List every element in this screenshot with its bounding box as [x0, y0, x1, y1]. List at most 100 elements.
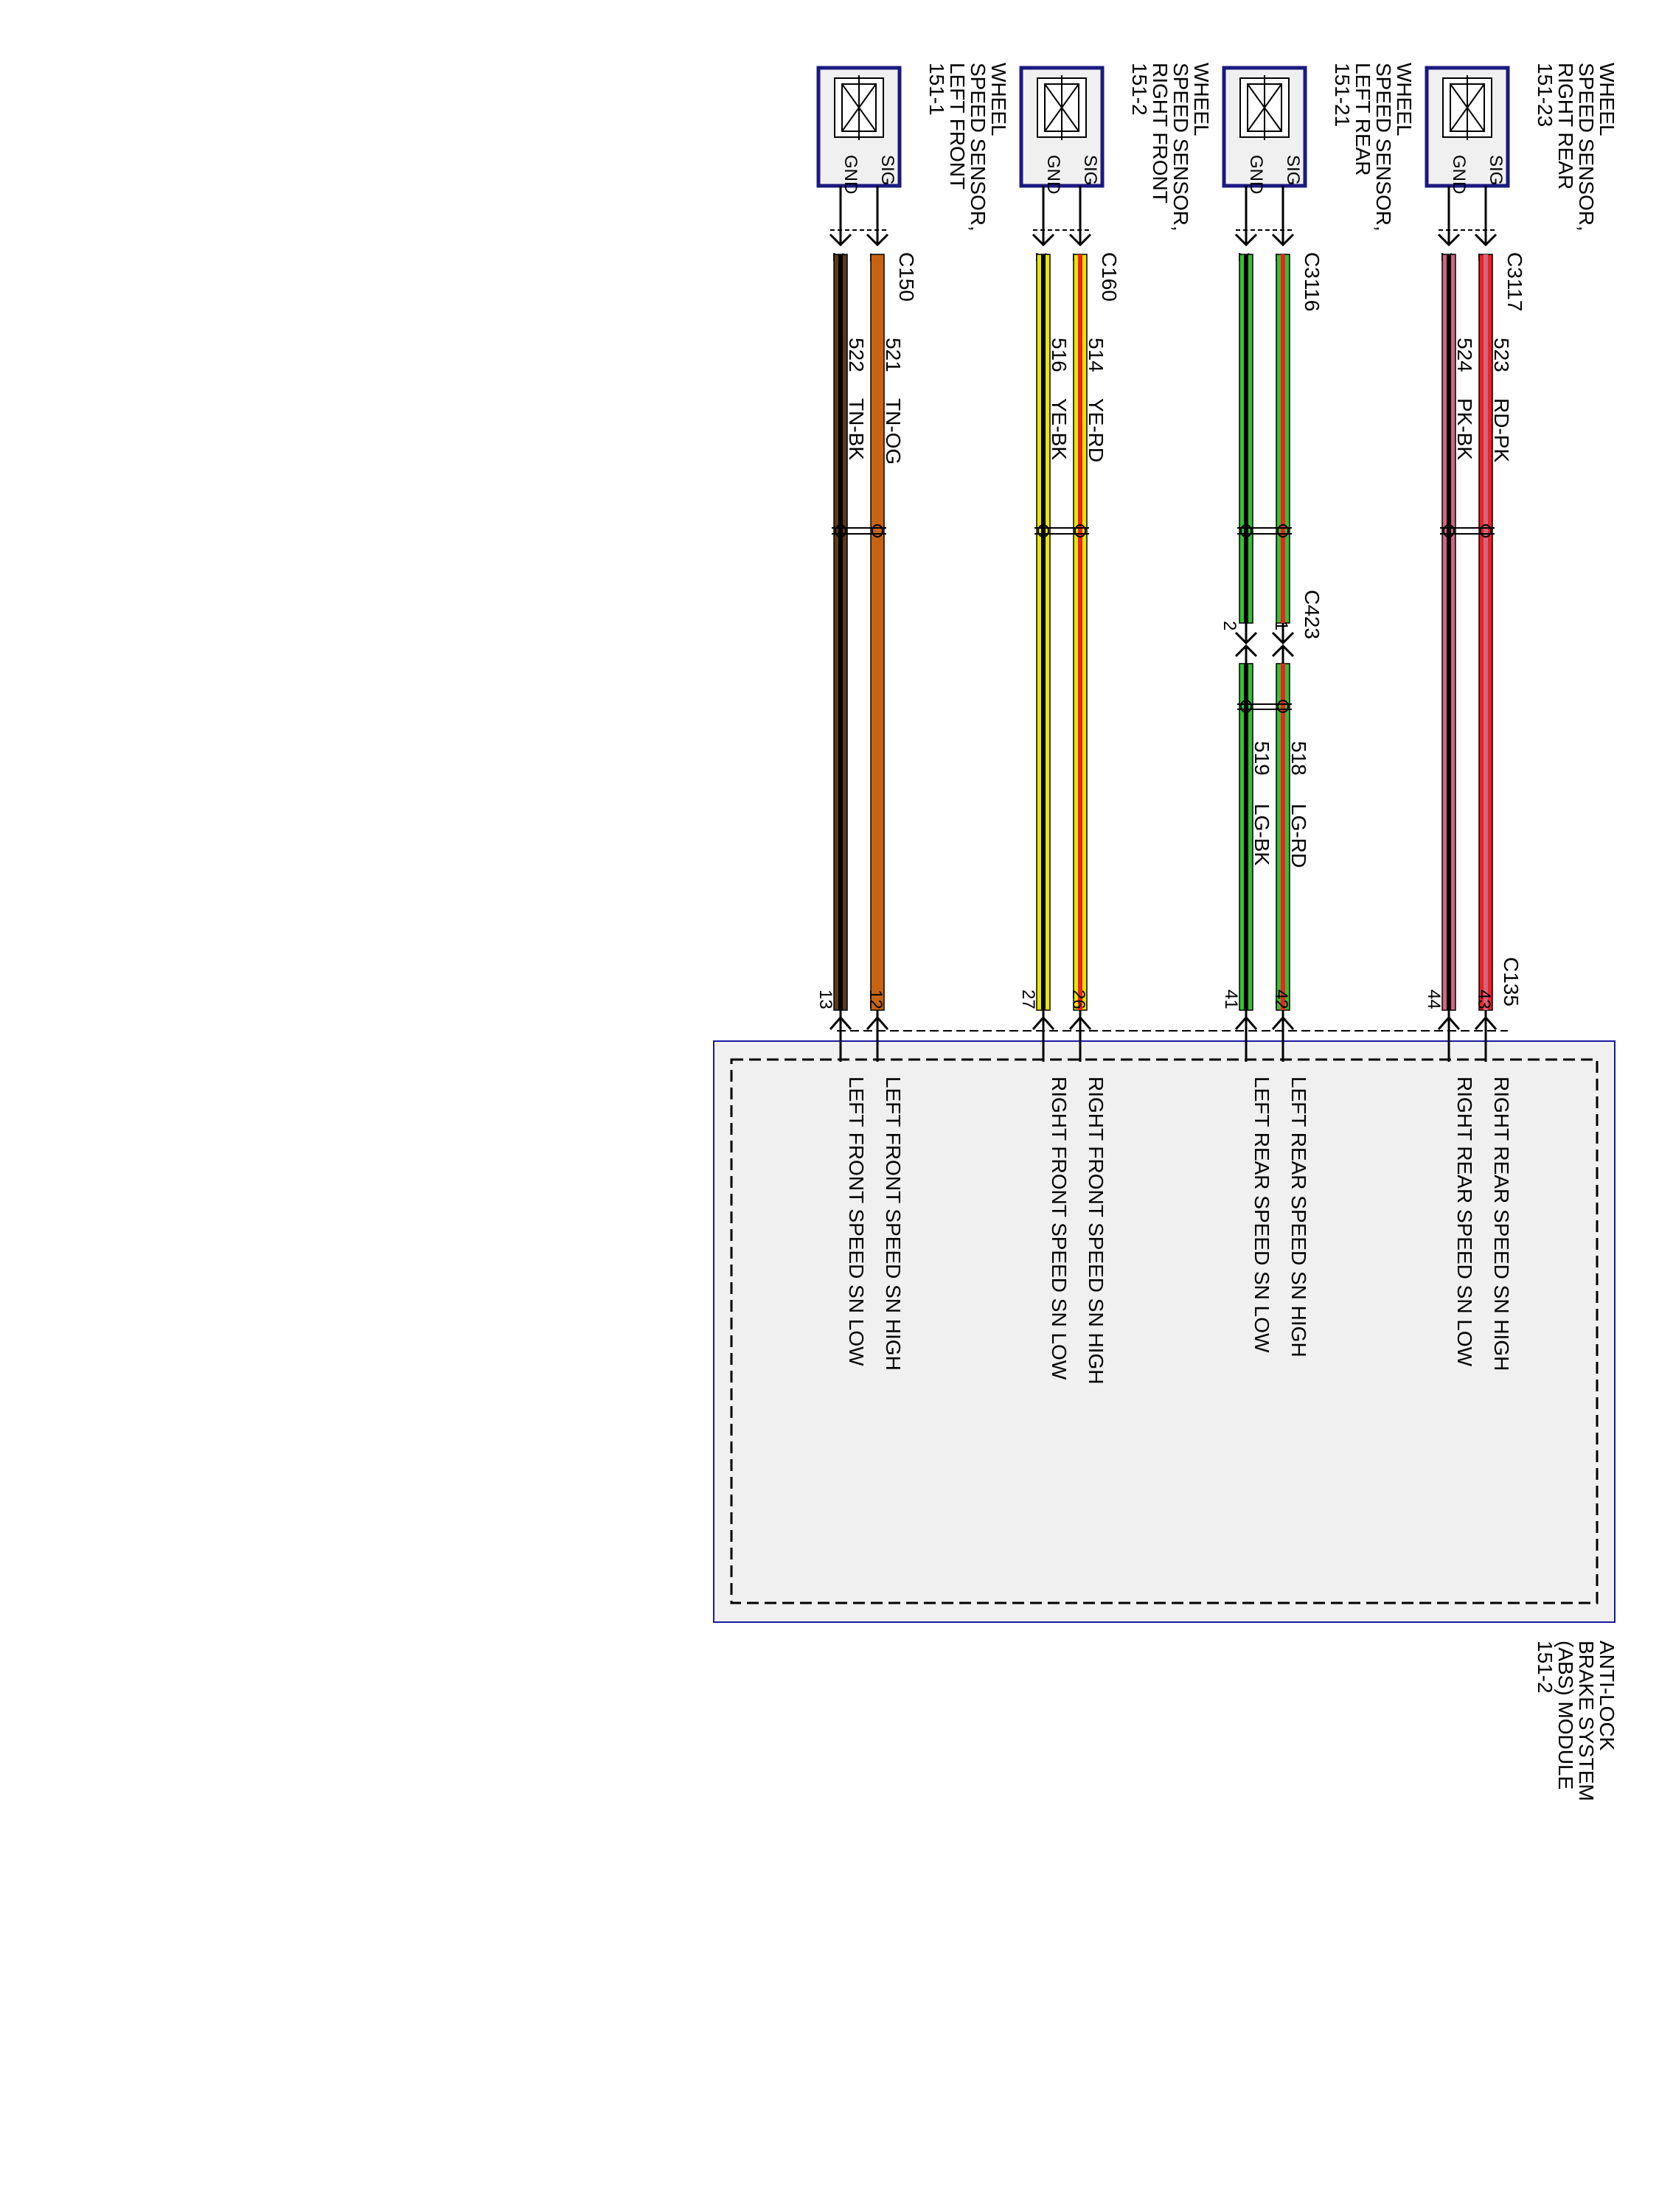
wire-circuit-low: 524: [1453, 338, 1476, 372]
sensor-name-line: SPEED SENSOR,: [1575, 63, 1598, 232]
sensor-pin-gnd-label: GND: [1449, 155, 1469, 194]
sensor-name-line: WHEEL: [1596, 63, 1618, 136]
sensor-name-line: 151-23: [1534, 63, 1557, 127]
wire-stripe: [1244, 664, 1248, 1010]
sensor-name-line: LEFT REAR: [1352, 63, 1374, 176]
wire-color-low: LG-BK: [1251, 804, 1273, 866]
module-pin-low: 27: [1018, 990, 1038, 1009]
module-pin-high: 26: [1068, 990, 1088, 1009]
wire-stripe: [1244, 254, 1248, 623]
wire-color-high: LG-RD: [1287, 804, 1310, 868]
wire-circuit-high: 521: [882, 338, 905, 372]
module-signal-low: RIGHT REAR SPEED SN LOW: [1453, 1077, 1476, 1367]
wire-stripe: [1281, 254, 1285, 623]
twisted-pair-node: [872, 524, 883, 538]
abs-module-internal-dashed-box: [730, 1058, 1599, 1604]
module-signal-high: RIGHT REAR SPEED SN HIGH: [1490, 1077, 1513, 1371]
sensor-pin-sig-label: SIG: [877, 155, 897, 185]
connector-chevron: [1068, 233, 1092, 247]
twisted-pair-node: [1277, 524, 1289, 538]
module-signal-high: LEFT REAR SPEED SN HIGH: [1287, 1077, 1310, 1357]
module-pin-high: 43: [1474, 990, 1494, 1009]
twisted-pair-node: [1240, 524, 1252, 538]
connector-chevron: [1271, 233, 1295, 247]
twisted-pair-node: [1480, 524, 1492, 538]
inline-connector-name: C423: [1301, 590, 1324, 639]
wire-color-low: TN-BK: [845, 398, 868, 460]
wire-circuit-high: 518: [1287, 741, 1310, 776]
twisted-pair-mark: [832, 527, 886, 535]
sensor-name-line: WHEEL: [1190, 63, 1213, 136]
sensor-name-line: 151-2: [1128, 63, 1151, 116]
wire-color-low: PK-BK: [1453, 398, 1476, 460]
module-signal-high: RIGHT FRONT SPEED SN HIGH: [1085, 1077, 1107, 1384]
module-pin-low: 41: [1221, 990, 1241, 1009]
module-pin-high: 42: [1271, 990, 1291, 1009]
module-pin-low: 13: [815, 990, 835, 1009]
wire-stripe: [1078, 254, 1082, 1010]
twisted-pair-node: [1074, 524, 1086, 538]
module-signal-low: LEFT FRONT SPEED SN LOW: [845, 1077, 868, 1366]
connector-chevron: [1474, 233, 1498, 247]
wire-stripe: [1447, 254, 1451, 1010]
twisted-pair-mark: [1237, 527, 1292, 535]
twisted-pair-node: [1443, 524, 1455, 538]
wire-color-high: YE-RD: [1085, 398, 1107, 462]
twisted-pair-mark: [1237, 703, 1292, 710]
sensor-pin-sig-label: SIG: [1283, 155, 1303, 185]
twisted-pair-node: [1240, 700, 1252, 713]
connector-chevron: [1032, 233, 1055, 247]
sensor-connector-name: C150: [895, 252, 918, 302]
sensor-name-line: WHEEL: [1393, 63, 1416, 136]
wire-color-high: TN-OG: [882, 398, 905, 465]
module-pin-low: 44: [1424, 990, 1444, 1009]
sensor-name-line: SPEED SENSOR,: [967, 63, 990, 232]
sensor-name-line: 151-1: [925, 63, 948, 116]
connector-chevron: [1437, 233, 1461, 247]
inline-connector-pin-high: 1: [1271, 621, 1291, 630]
c135-connector-label: C135: [1500, 957, 1523, 1006]
connector-chevron: [829, 233, 852, 247]
module-signal-low: LEFT REAR SPEED SN LOW: [1251, 1077, 1273, 1353]
sensor-connector-name: C160: [1098, 252, 1121, 302]
wire-circuit-high: 514: [1085, 338, 1107, 372]
sensor-pin-sig-label: SIG: [1080, 155, 1100, 185]
abs-module-name-line: ANTI-LOCK: [1596, 1641, 1618, 1751]
module-signal-low: RIGHT FRONT SPEED SN LOW: [1048, 1077, 1071, 1380]
twisted-pair-mark: [1440, 527, 1495, 535]
wire-color-low: YE-BK: [1048, 398, 1071, 460]
twisted-pair-mark: [1034, 527, 1089, 535]
sensor-name-line: 151-21: [1331, 63, 1354, 127]
module-signal-high: LEFT FRONT SPEED SN HIGH: [882, 1077, 905, 1371]
wire-stripe: [1484, 254, 1488, 1010]
twisted-pair-node: [1037, 524, 1049, 538]
sensor-name-line: WHEEL: [987, 63, 1010, 136]
sensor-name-line: SPEED SENSOR,: [1169, 63, 1192, 232]
sensor-pin-sig-label: SIG: [1486, 155, 1506, 185]
wire-stripe: [1041, 254, 1046, 1010]
connector-chevron: [866, 233, 889, 247]
sensor-name-line: RIGHT REAR: [1554, 63, 1577, 189]
inline-connector-pin-low: 2: [1220, 621, 1239, 630]
sensor-pin-gnd-label: GND: [1043, 155, 1063, 194]
c135-label: C135: [1500, 957, 1523, 1006]
wire-circuit-low: 516: [1048, 338, 1071, 372]
sensor-connector-name: C3117: [1503, 252, 1526, 311]
sensor-connector-name: C3116: [1301, 252, 1324, 311]
wire-stripe: [838, 254, 843, 1010]
module-pin-high: 12: [866, 990, 886, 1009]
wire-color-high: RD-PK: [1490, 398, 1513, 462]
sensor-pin-gnd-label: GND: [1246, 155, 1266, 194]
abs-module-name-line: BRAKE SYSTEM: [1575, 1641, 1598, 1801]
sensor-name-line: SPEED SENSOR,: [1372, 63, 1395, 232]
abs-module-name-line: (ABS) MODULE: [1554, 1641, 1577, 1790]
connector-chevron: [1234, 233, 1258, 247]
abs-module-box[interactable]: [713, 1040, 1615, 1623]
sensor-name-line: LEFT FRONT: [946, 63, 969, 189]
twisted-pair-node: [835, 524, 846, 538]
